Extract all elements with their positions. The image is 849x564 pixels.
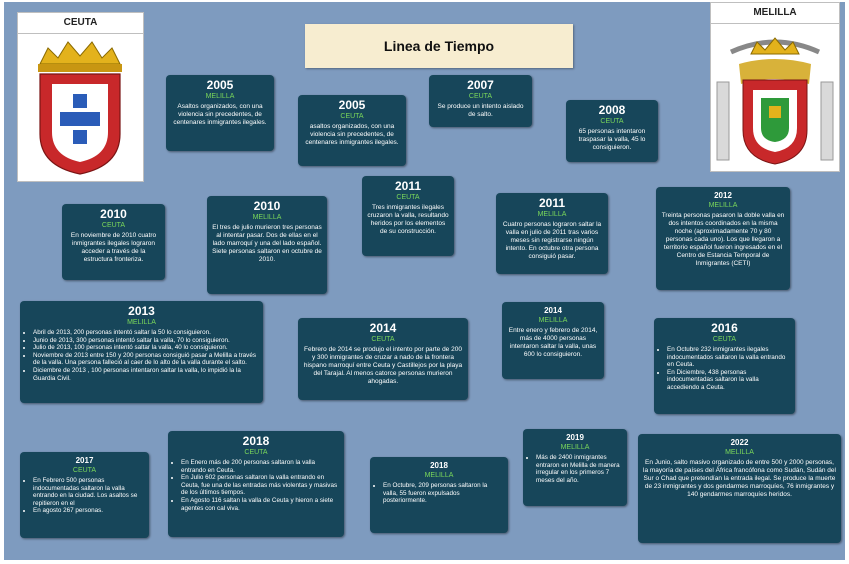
event-city: CEUTA	[340, 113, 364, 120]
event-year: 2017	[75, 456, 94, 465]
event-city: MELILLA	[205, 93, 235, 100]
event-city: MELILLA	[725, 449, 754, 456]
list-item: En Octubre 232 inmigrantes ilegales indo…	[667, 346, 790, 369]
event-year: 2005	[338, 98, 366, 112]
event-card-2014-ceuta: 2014 CEUTA Febrero de 2014 se produjo el…	[298, 318, 468, 400]
list-item: En Enero más de 200 personas saltaron la…	[181, 459, 339, 474]
list-item: En Octubre, 209 personas saltaron la val…	[383, 482, 503, 505]
event-list: Más de 2400 inmigrantes entraron en Meli…	[528, 454, 622, 484]
event-year: 2013	[128, 304, 155, 318]
event-city: CEUTA	[396, 194, 420, 201]
event-text: Asaltos organizados, con una violencia s…	[173, 103, 267, 126]
event-text: Treinta personas pasaron la doble valla …	[661, 212, 785, 267]
event-year: 2010	[253, 199, 281, 213]
event-year: 2014	[544, 306, 562, 315]
list-item: Julio de 2013, 100 personas intentó salt…	[33, 344, 258, 352]
event-text: Febrero de 2014 se produjo el intento po…	[303, 346, 463, 385]
event-year: 2018	[430, 461, 448, 470]
event-city: CEUTA	[244, 449, 268, 456]
event-text: Cuatro personas lograron saltar la valla…	[502, 221, 602, 260]
list-item: En agosto 267 personas.	[33, 507, 144, 515]
event-text: asaltos organizados, con una violencia s…	[305, 123, 399, 146]
event-year: 2018	[242, 434, 270, 448]
event-year: 2019	[566, 433, 584, 442]
event-text: Se produce un intento aislado de salto.	[437, 103, 524, 118]
melilla-label: MELILLA	[711, 3, 839, 24]
list-item: Abril de 2013, 200 personas intentó salt…	[33, 329, 258, 337]
event-card-2005-melilla: 2005 MELILLA Asaltos organizados, con un…	[166, 75, 274, 151]
event-city: MELILLA	[252, 214, 282, 221]
event-card-2012-melilla: 2012 MELILLA Treinta personas pasaron la…	[656, 187, 790, 290]
event-city: MELILLA	[708, 202, 738, 209]
event-list: En Octubre, 209 personas saltaron la val…	[375, 482, 503, 505]
list-item: En Julio 602 personas saltaron la valla …	[181, 474, 339, 497]
list-item: En Agosto 116 saltan la valla de Ceuta y…	[181, 497, 339, 512]
event-card-2016-ceuta: 2016 CEUTA En Octubre 232 inmigrantes il…	[654, 318, 795, 414]
ceuta-coat-of-arms-panel: CEUTA	[17, 12, 144, 182]
event-year: 2010	[100, 207, 127, 221]
event-city: CEUTA	[712, 336, 737, 343]
event-city: CEUTA	[468, 93, 493, 100]
list-item: Noviembre de 2013 entre 150 y 200 person…	[33, 352, 258, 367]
event-card-2011-melilla: 2011 MELILLA Cuatro personas lograron sa…	[496, 193, 608, 274]
event-card-2019-melilla: 2019 MELILLA Más de 2400 inmigrantes ent…	[523, 429, 627, 506]
event-city: CEUTA	[101, 222, 126, 229]
event-city: MELILLA	[560, 444, 590, 451]
event-list: En Enero más de 200 personas saltaron la…	[173, 459, 339, 512]
event-city: MELILLA	[424, 472, 454, 479]
event-city: CEUTA	[600, 118, 624, 125]
event-year: 2008	[598, 103, 626, 117]
list-item: Más de 2400 inmigrantes entraron en Meli…	[536, 454, 622, 484]
page-title: Linea de Tiempo	[305, 24, 573, 68]
list-item: Junio de 2013, 300 personas intentó salt…	[33, 337, 258, 345]
list-item: En Febrero 500 personas indocumentadas s…	[33, 477, 144, 507]
event-city: CEUTA	[371, 336, 395, 343]
event-card-2022-melilla: 2022 MELILLA En Junio, salto masivo orga…	[638, 434, 841, 543]
event-city: CEUTA	[72, 467, 97, 474]
event-card-2007-ceuta: 2007 CEUTA Se produce un intento aislado…	[429, 75, 532, 127]
event-city: MELILLA	[537, 211, 567, 218]
event-text: Tres inmigrantes ilegales cruzaron la va…	[367, 204, 449, 235]
event-list: Abril de 2013, 200 personas intentó salt…	[25, 329, 258, 382]
event-card-2011-ceuta: 2011 CEUTA Tres inmigrantes ilegales cru…	[362, 176, 454, 256]
event-year: 2016	[711, 321, 738, 335]
event-year: 2014	[369, 321, 397, 335]
list-item: En Diciembre, 438 personas indocumentada…	[667, 369, 790, 392]
event-list: En Octubre 232 inmigrantes ilegales indo…	[659, 346, 790, 392]
event-year: 2007	[467, 78, 494, 92]
ceuta-shield-icon	[38, 41, 122, 175]
event-year: 2012	[714, 191, 732, 200]
event-text: En noviembre de 2010 cuatro inmigrantes …	[70, 232, 157, 263]
event-year: 2005	[206, 78, 234, 92]
event-text: Entre enero y febrero de 2014, más de 40…	[508, 327, 598, 358]
event-card-2018-ceuta: 2018 CEUTA En Enero más de 200 personas …	[168, 431, 344, 537]
event-text: El tres de julio murieron tres personas …	[212, 224, 322, 263]
event-year: 2022	[730, 438, 749, 447]
event-card-2005-ceuta: 2005 CEUTA asaltos organizados, con una …	[298, 95, 406, 166]
event-text: 65 personas intentaron traspasar la vall…	[578, 128, 646, 151]
event-card-2008-ceuta: 2008 CEUTA 65 personas intentaron traspa…	[566, 100, 658, 162]
event-card-2010-ceuta: 2010 CEUTA En noviembre de 2010 cuatro i…	[62, 204, 165, 280]
event-list: En Febrero 500 personas indocumentadas s…	[25, 477, 144, 515]
melilla-coat-of-arms-panel: MELILLA	[710, 2, 840, 172]
event-card-2010-melilla: 2010 MELILLA El tres de julio murieron t…	[207, 196, 327, 294]
melilla-shield-icon	[716, 37, 834, 165]
event-card-2018-melilla: 2018 MELILLA En Octubre, 209 personas sa…	[370, 457, 508, 533]
event-card-2013-melilla: 2013 MELILLA Abril de 2013, 200 personas…	[20, 301, 263, 403]
event-card-2017-ceuta: 2017 CEUTA En Febrero 500 personas indoc…	[20, 452, 149, 538]
event-text: En Junio, salto masivo organizado de ent…	[643, 459, 836, 498]
list-item: Diciembre de 2013 , 100 personas intenta…	[33, 367, 258, 382]
event-card-2014-melilla: 2014 MELILLA Entre enero y febrero de 20…	[502, 302, 604, 379]
event-year: 2011	[394, 179, 422, 193]
event-year: 2011	[538, 196, 566, 210]
ceuta-label: CEUTA	[18, 13, 143, 34]
event-city: MELILLA	[127, 319, 156, 326]
event-city: MELILLA	[538, 317, 568, 324]
